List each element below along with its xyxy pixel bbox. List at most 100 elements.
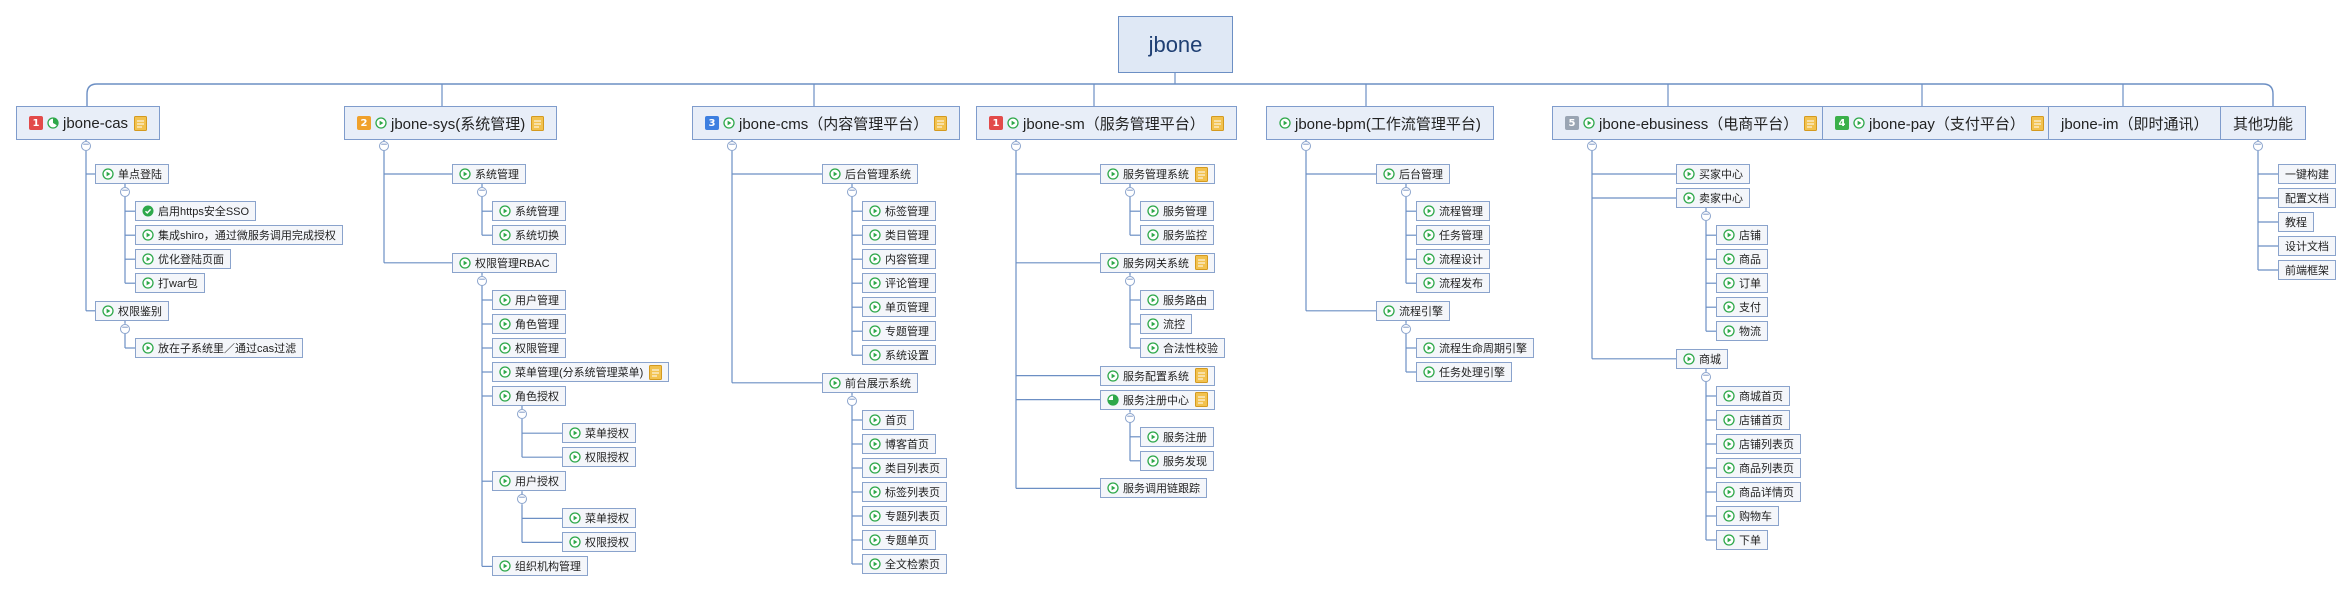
leaf-topic[interactable]: 系统切换 bbox=[492, 225, 566, 246]
subtopic[interactable]: 权限管理RBAC bbox=[452, 252, 557, 273]
subtopic[interactable]: 流程引擎 bbox=[1376, 300, 1450, 321]
leaf-topic[interactable]: 流控 bbox=[1140, 314, 1192, 334]
leaf-topic[interactable]: 权限授权 bbox=[562, 532, 636, 553]
collapse-toggle[interactable]: − bbox=[517, 408, 527, 419]
collapse-toggle[interactable]: − bbox=[120, 186, 130, 197]
leaf-topic[interactable]: 任务处理引擎 bbox=[1416, 362, 1512, 382]
subtopic[interactable]: 一键构建 bbox=[2278, 164, 2336, 184]
leaf-topic[interactable]: 评论管理 bbox=[862, 273, 936, 294]
leaf-topic[interactable]: 内容管理 bbox=[862, 249, 936, 270]
collapse-toggle[interactable]: − bbox=[379, 140, 389, 151]
subtopic[interactable]: 教程 bbox=[2278, 212, 2314, 232]
collapse-toggle[interactable]: − bbox=[1301, 140, 1311, 151]
subtopic[interactable]: 商城 bbox=[1676, 348, 1728, 369]
subtopic[interactable]: 前端框架 bbox=[2278, 260, 2336, 280]
collapse-toggle[interactable]: − bbox=[120, 322, 130, 334]
leaf-topic[interactable]: 菜单授权 bbox=[562, 423, 636, 444]
leaf-topic[interactable]: 角色管理 bbox=[492, 314, 566, 334]
leaf-topic[interactable]: 服务管理 bbox=[1140, 201, 1214, 222]
branch-topic-8[interactable]: jbone-im（即时通讯） bbox=[2048, 106, 2222, 140]
leaf-topic[interactable]: 店铺 bbox=[1716, 225, 1768, 246]
leaf-topic[interactable]: 启用https安全SSO bbox=[135, 201, 257, 222]
collapse-toggle[interactable]: − bbox=[477, 274, 487, 286]
subtopic[interactable]: 设计文档 bbox=[2278, 236, 2336, 256]
subtopic[interactable]: 服务配置系统 bbox=[1100, 365, 1215, 386]
leaf-topic[interactable]: 下单 bbox=[1716, 530, 1768, 550]
collapse-toggle[interactable]: − bbox=[1701, 210, 1711, 221]
leaf-topic[interactable]: 菜单授权 bbox=[562, 508, 636, 529]
subtopic[interactable]: 服务网关系统 bbox=[1100, 252, 1215, 273]
leaf-topic[interactable]: 专题单页 bbox=[862, 530, 936, 550]
leaf-topic[interactable]: 店铺列表页 bbox=[1716, 434, 1801, 454]
leaf-topic[interactable]: 服务注册 bbox=[1140, 426, 1214, 447]
collapse-toggle[interactable]: − bbox=[1701, 370, 1711, 382]
leaf-topic[interactable]: 系统设置 bbox=[862, 345, 936, 366]
leaf-topic[interactable]: 系统管理 bbox=[492, 201, 566, 222]
leaf-topic[interactable]: 首页 bbox=[862, 410, 914, 430]
leaf-topic[interactable]: 专题管理 bbox=[862, 321, 936, 342]
leaf-topic[interactable]: 服务监控 bbox=[1140, 225, 1214, 246]
leaf-topic[interactable]: 集成shiro，通过微服务调用完成授权 bbox=[135, 225, 343, 246]
leaf-topic[interactable]: 商品 bbox=[1716, 249, 1768, 270]
leaf-topic[interactable]: 类目管理 bbox=[862, 225, 936, 246]
leaf-topic[interactable]: 标签管理 bbox=[862, 201, 936, 222]
leaf-topic[interactable]: 支付 bbox=[1716, 297, 1768, 318]
collapse-toggle[interactable]: − bbox=[477, 186, 487, 197]
subtopic[interactable]: 服务注册中心 bbox=[1100, 389, 1215, 410]
collapse-toggle[interactable]: − bbox=[1401, 322, 1411, 334]
collapse-toggle[interactable]: − bbox=[1401, 186, 1411, 197]
leaf-topic[interactable]: 流程生命周期引擎 bbox=[1416, 338, 1534, 358]
branch-topic-5[interactable]: jbone-bpm(工作流管理平台) bbox=[1266, 106, 1494, 140]
leaf-topic[interactable]: 角色授权 bbox=[492, 386, 566, 406]
subtopic[interactable]: 系统管理 bbox=[452, 164, 526, 184]
branch-topic-9[interactable]: 其他功能 bbox=[2220, 106, 2307, 140]
leaf-topic[interactable]: 组织机构管理 bbox=[492, 556, 588, 577]
leaf-topic[interactable]: 博客首页 bbox=[862, 434, 936, 454]
collapse-toggle[interactable]: − bbox=[81, 140, 91, 151]
leaf-topic[interactable]: 菜单管理(分系统管理菜单) bbox=[492, 362, 670, 382]
collapse-toggle[interactable]: − bbox=[847, 186, 857, 197]
collapse-toggle[interactable]: − bbox=[517, 493, 527, 505]
leaf-topic[interactable]: 优化登陆页面 bbox=[135, 249, 231, 270]
collapse-toggle[interactable]: − bbox=[1125, 274, 1135, 286]
leaf-topic[interactable]: 用户管理 bbox=[492, 290, 566, 310]
leaf-topic[interactable]: 商品列表页 bbox=[1716, 458, 1801, 478]
leaf-topic[interactable]: 单页管理 bbox=[862, 297, 936, 318]
leaf-topic[interactable]: 服务发现 bbox=[1140, 450, 1214, 471]
leaf-topic[interactable]: 权限管理 bbox=[492, 338, 566, 358]
leaf-topic[interactable]: 合法性校验 bbox=[1140, 338, 1225, 358]
collapse-toggle[interactable]: − bbox=[1125, 411, 1135, 423]
leaf-topic[interactable]: 流程设计 bbox=[1416, 249, 1490, 270]
leaf-topic[interactable]: 商品详情页 bbox=[1716, 482, 1801, 502]
root-topic[interactable]: jbone bbox=[1118, 16, 1233, 73]
collapse-toggle[interactable]: − bbox=[1587, 140, 1597, 151]
subtopic[interactable]: 买家中心 bbox=[1676, 164, 1750, 184]
subtopic[interactable]: 配置文档 bbox=[2278, 188, 2336, 208]
leaf-topic[interactable]: 购物车 bbox=[1716, 506, 1779, 526]
collapse-toggle[interactable]: − bbox=[1125, 186, 1135, 197]
collapse-toggle[interactable]: − bbox=[847, 394, 857, 406]
leaf-topic[interactable]: 店铺首页 bbox=[1716, 410, 1790, 430]
leaf-topic[interactable]: 标签列表页 bbox=[862, 482, 947, 502]
leaf-topic[interactable]: 打war包 bbox=[135, 273, 205, 294]
subtopic[interactable]: 后台管理 bbox=[1376, 164, 1450, 184]
subtopic[interactable]: 卖家中心 bbox=[1676, 188, 1750, 208]
leaf-topic[interactable]: 用户授权 bbox=[492, 471, 566, 492]
subtopic[interactable]: 服务管理系统 bbox=[1100, 164, 1215, 184]
leaf-topic[interactable]: 商城首页 bbox=[1716, 386, 1790, 406]
leaf-topic[interactable]: 流程管理 bbox=[1416, 201, 1490, 222]
subtopic[interactable]: 前台展示系统 bbox=[822, 372, 918, 393]
collapse-toggle[interactable]: − bbox=[727, 140, 737, 151]
leaf-topic[interactable]: 任务管理 bbox=[1416, 225, 1490, 246]
subtopic[interactable]: 服务调用链跟踪 bbox=[1100, 478, 1207, 499]
collapse-toggle[interactable]: − bbox=[1011, 140, 1021, 151]
leaf-topic[interactable]: 物流 bbox=[1716, 321, 1768, 342]
leaf-topic[interactable]: 放在子系统里／通过cas过滤 bbox=[135, 338, 304, 358]
leaf-topic[interactable]: 服务路由 bbox=[1140, 290, 1214, 310]
subtopic[interactable]: 权限鉴别 bbox=[95, 300, 169, 321]
